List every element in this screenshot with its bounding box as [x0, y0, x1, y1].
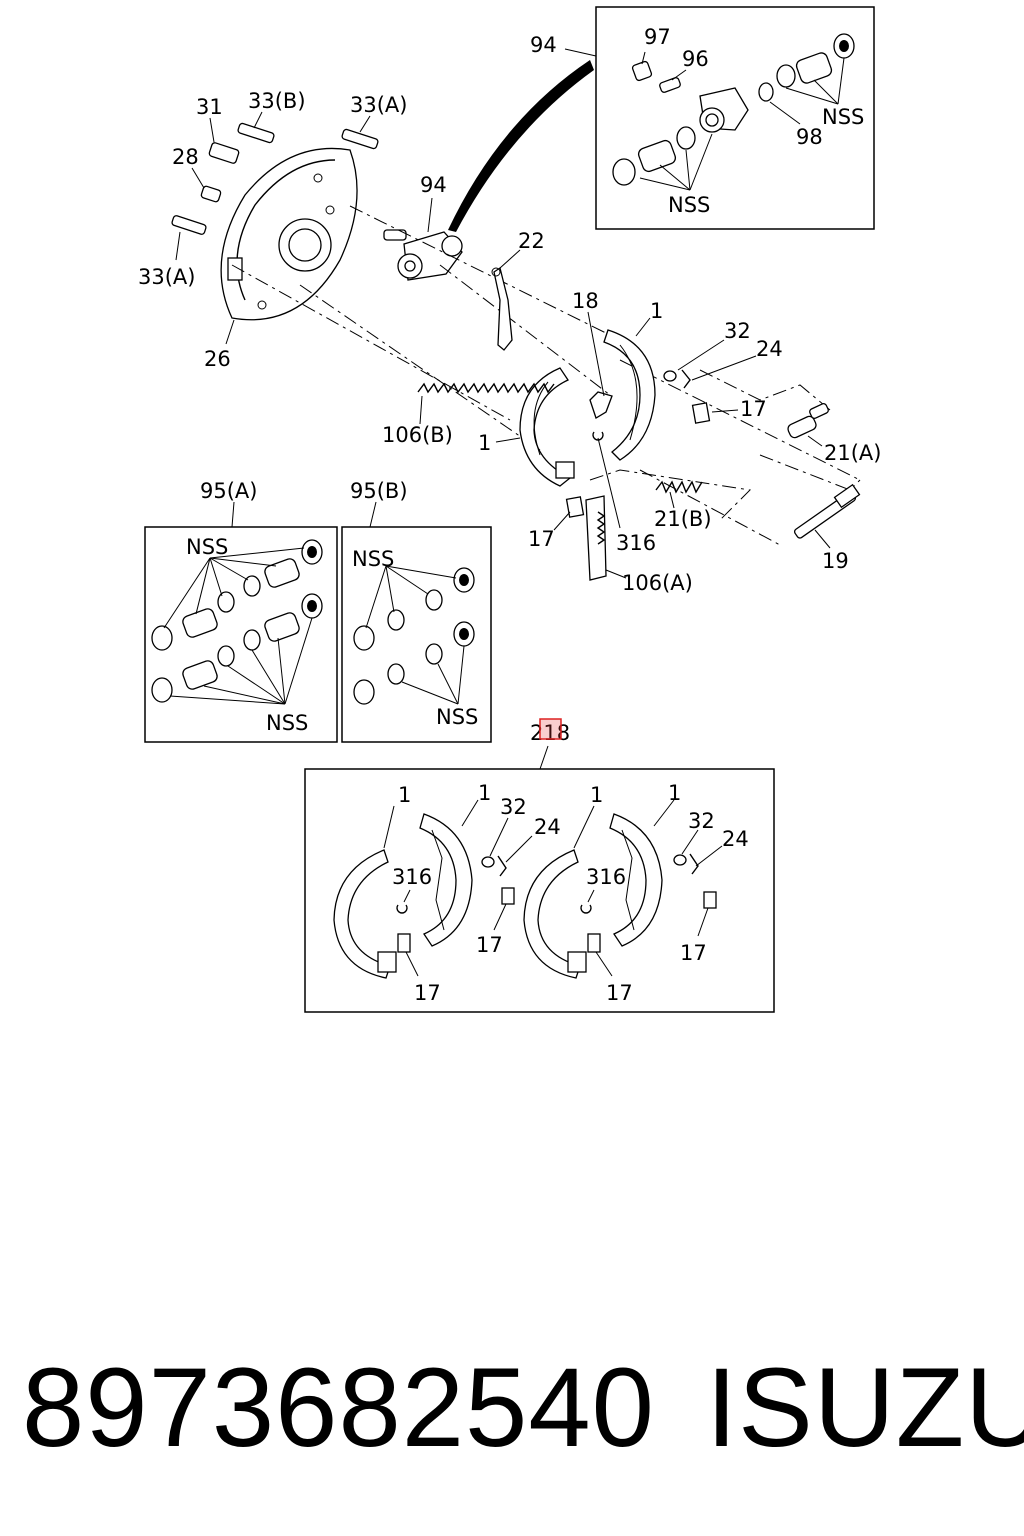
highlight-marker: [539, 718, 562, 740]
adjuster-strut: [587, 311, 613, 419]
callout-21a: 21(A): [824, 441, 881, 465]
kit-a-callout-316: 316: [392, 865, 432, 889]
kit-b-callout-1-right: 1: [668, 781, 681, 805]
pin-316: [592, 431, 621, 529]
callout-19: 19: [822, 549, 849, 573]
callout-32-top: 32: [724, 319, 751, 343]
callout-98: 98: [796, 125, 823, 149]
brake-exploded-diagram: 94 97 96 98 NSS NSS 31 33(B) 33(A) 28 33…: [138, 6, 881, 1013]
callout-31: 31: [196, 95, 223, 119]
nss-label-inset-right: NSS: [822, 105, 864, 129]
kit-a-callout-17-bottom: 17: [414, 981, 441, 1005]
brake-shoe-right: [603, 317, 656, 461]
nss-label-inset-bottom: NSS: [668, 193, 710, 217]
kit-a-callout-1-left: 1: [398, 783, 411, 807]
kit-a-callout-24: 24: [534, 815, 561, 839]
kit-box-95a: [144, 526, 338, 743]
shoe-kit-set-b: [523, 799, 723, 979]
spring-21b: [655, 480, 703, 509]
rod-19: [793, 483, 861, 549]
clip-17-left: [553, 496, 585, 531]
kit-box-95b: [341, 526, 492, 743]
inset-box-94: [595, 6, 875, 230]
nss-label-95a-bottom: NSS: [266, 711, 308, 735]
callout-96: 96: [682, 47, 709, 71]
callout-1-top: 1: [650, 299, 663, 323]
detail-callout-arrow: [448, 60, 594, 232]
spring-106b: [417, 382, 555, 425]
callout-28: 28: [172, 145, 199, 169]
kit-95b-parts: [353, 565, 475, 705]
kit-b-callout-316: 316: [586, 865, 626, 889]
nss-label-95b-bottom: NSS: [436, 705, 478, 729]
callout-33b: 33(B): [248, 89, 306, 113]
callout-21b: 21(B): [654, 507, 712, 531]
kit-a-callout-17-right: 17: [476, 933, 503, 957]
callout-106b: 106(B): [382, 423, 453, 447]
kit-b-callout-17-right: 17: [680, 941, 707, 965]
shoe-kit-set-a: [333, 799, 533, 979]
kit-b-callout-24: 24: [722, 827, 749, 851]
brake-shoe-left: [519, 367, 575, 487]
callout-95a: 95(A): [200, 479, 257, 503]
callout-1-left: 1: [478, 431, 491, 455]
kit-95a-parts: [151, 539, 323, 705]
callout-18: 18: [572, 289, 599, 313]
callout-218: 218: [530, 721, 570, 745]
brand-name-text: ISUZU: [706, 1345, 1024, 1470]
callout-94: 94: [420, 173, 447, 197]
adjuster-21a: [787, 403, 829, 447]
bolts: [171, 111, 379, 345]
shoe-kit-box-218: [304, 768, 775, 1013]
hardware-right: [663, 339, 757, 424]
callout-97: 97: [644, 25, 671, 49]
callout-17-right: 17: [740, 397, 767, 421]
callout-26: 26: [204, 347, 231, 371]
callout-316: 316: [616, 531, 656, 555]
parking-lever: [491, 249, 521, 351]
callout-106a: 106(A): [622, 571, 693, 595]
callout-22: 22: [518, 229, 545, 253]
kit-b-callout-17-bottom: 17: [606, 981, 633, 1005]
backing-plate: [220, 147, 358, 321]
callout-17-left: 17: [528, 527, 555, 551]
kit-a-callout-32: 32: [500, 795, 527, 819]
nss-label-95a-top: NSS: [186, 535, 228, 559]
kit-b-callout-1-left: 1: [590, 783, 603, 807]
callout-33a-top: 33(A): [350, 93, 407, 117]
callout-24-top: 24: [756, 337, 783, 361]
nss-label-95b-top: NSS: [352, 547, 394, 571]
kit-b-callout-32: 32: [688, 809, 715, 833]
kit-a-callout-1-right: 1: [478, 781, 491, 805]
callout-95b: 95(B): [350, 479, 408, 503]
inset-wheel-cylinder: [612, 33, 855, 191]
spring-106a: [585, 495, 627, 581]
wheel-cylinder: [383, 197, 463, 281]
callout-33a-left: 33(A): [138, 265, 195, 289]
callout-94-inset: 94: [530, 33, 557, 57]
part-number-text: 8973682540: [22, 1345, 655, 1470]
